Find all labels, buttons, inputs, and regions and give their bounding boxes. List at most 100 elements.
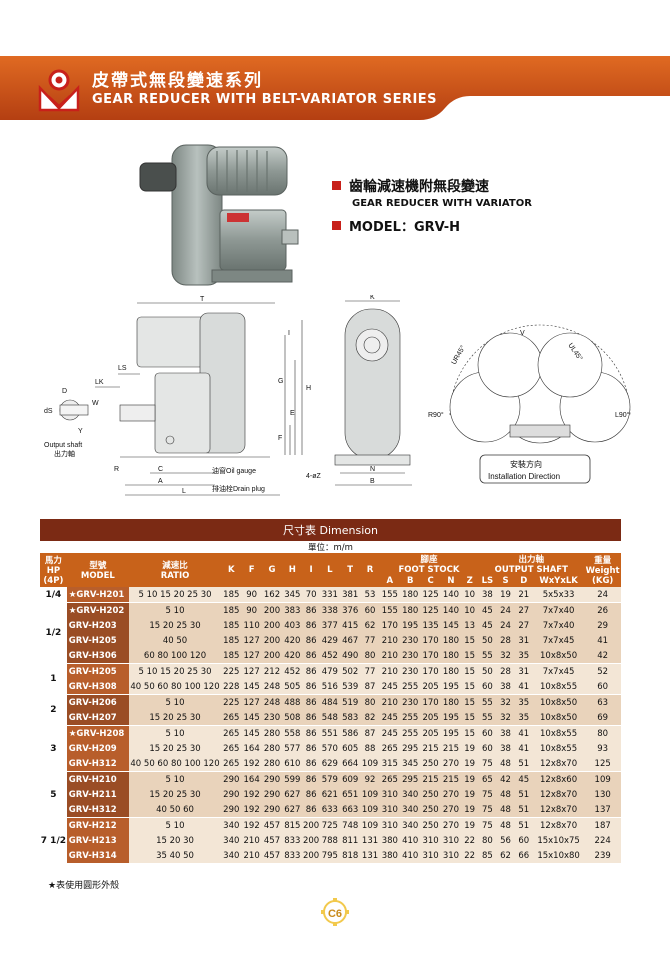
value-cell: 310 — [440, 833, 462, 848]
value-cell: 15 — [461, 725, 479, 741]
value-cell: 162 — [261, 587, 283, 603]
dim-label-R: R — [114, 466, 119, 473]
value-cell: 664 — [340, 756, 361, 772]
col-header-t: T — [340, 553, 361, 587]
value-cell: 230 — [400, 663, 421, 679]
value-cell: 452 — [282, 663, 303, 679]
value-cell: 35 — [514, 648, 533, 664]
value-cell: 505 — [282, 679, 303, 695]
value-cell: 180 — [440, 663, 462, 679]
value-cell: 290 — [221, 771, 242, 787]
value-cell: 24 — [496, 618, 515, 633]
value-cell: 215 — [440, 771, 462, 787]
col-header-g: G — [261, 553, 283, 587]
ratio-cell: 5 10 — [128, 817, 222, 833]
ratio-cell: 35 40 50 — [128, 848, 222, 863]
value-cell: 210 — [379, 694, 401, 710]
value-cell: 200 — [302, 817, 320, 833]
value-cell: 75 — [478, 817, 497, 833]
value-cell: 86 — [302, 725, 320, 741]
company-logo-icon — [38, 69, 80, 112]
direction-label-r90: R90° — [428, 411, 444, 419]
value-cell: 340 — [221, 848, 242, 863]
value-cell: 200 — [302, 833, 320, 848]
value-cell: 28 — [496, 633, 515, 648]
value-cell: 215 — [420, 771, 441, 787]
ratio-cell: 5 10 15 20 25 30 — [128, 663, 222, 679]
col-header-key: WxYxLK — [532, 575, 585, 587]
value-cell: 270 — [440, 787, 462, 802]
value-cell: 48 — [496, 817, 515, 833]
value-cell: 31 — [514, 663, 533, 679]
model-cell: ★GRV-H202 — [66, 602, 129, 618]
value-cell: 200 — [261, 602, 283, 618]
value-cell: 795 — [319, 848, 341, 863]
value-cell: 224 — [584, 833, 621, 848]
value-cell: 280 — [261, 741, 283, 756]
value-cell: 31 — [514, 633, 533, 648]
value-cell: 629 — [319, 756, 341, 772]
value-cell: 310 — [379, 787, 401, 802]
value-cell: 127 — [241, 694, 262, 710]
value-cell: 41 — [514, 741, 533, 756]
value-cell: 270 — [440, 756, 462, 772]
dim-label-L: L — [182, 488, 186, 495]
value-cell: 19 — [496, 587, 515, 603]
value-cell: 24 — [496, 602, 515, 618]
value-cell: 338 — [319, 602, 341, 618]
value-cell: 185 — [221, 648, 242, 664]
value-cell: 457 — [261, 848, 283, 863]
value-cell: 185 — [221, 633, 242, 648]
value-cell: 127 — [241, 663, 262, 679]
model-cell: GRV-H312 — [66, 756, 129, 772]
value-cell: 610 — [282, 756, 303, 772]
col-header-a: A — [379, 575, 401, 587]
value-cell: 310 — [420, 848, 441, 863]
value-cell: 131 — [360, 833, 380, 848]
value-cell: 490 — [340, 648, 361, 664]
ratio-cell: 5 10 15 20 25 30 — [128, 587, 222, 603]
hp-cell: 1 — [40, 663, 67, 695]
value-cell: 51 — [514, 817, 533, 833]
value-cell: 42 — [584, 648, 621, 664]
dim-label-N: N — [370, 466, 375, 473]
value-cell: 60 — [478, 741, 497, 756]
value-cell: 28 — [496, 663, 515, 679]
value-cell: 633 — [319, 802, 341, 818]
value-cell: 86 — [302, 648, 320, 664]
value-cell: 210 — [379, 648, 401, 664]
value-cell: 508 — [282, 710, 303, 726]
value-cell: 15 — [461, 694, 479, 710]
value-cell: 250 — [420, 787, 441, 802]
value-cell: 170 — [379, 618, 401, 633]
value-cell: 19 — [461, 741, 479, 756]
output-shaft-label-en: Output shaft — [44, 442, 82, 449]
col-header-z: Z — [461, 575, 479, 587]
value-cell: 225 — [221, 663, 242, 679]
value-cell: 7x7x40 — [532, 618, 585, 633]
value-cell: 38 — [496, 679, 515, 695]
value-cell: 192 — [241, 802, 262, 818]
value-cell: 12x8x70 — [532, 802, 585, 818]
value-cell: 56 — [496, 833, 515, 848]
value-cell: 170 — [420, 633, 441, 648]
value-cell: 145 — [440, 618, 462, 633]
value-cell: 627 — [282, 802, 303, 818]
value-cell: 127 — [241, 648, 262, 664]
value-cell: 290 — [261, 771, 283, 787]
value-cell: 290 — [261, 787, 283, 802]
value-cell: 52 — [584, 663, 621, 679]
value-cell: 315 — [379, 756, 401, 772]
value-cell: 605 — [340, 741, 361, 756]
value-cell: 180 — [400, 587, 421, 603]
value-cell: 170 — [420, 648, 441, 664]
value-cell: 457 — [261, 817, 283, 833]
value-cell: 87 — [360, 725, 380, 741]
